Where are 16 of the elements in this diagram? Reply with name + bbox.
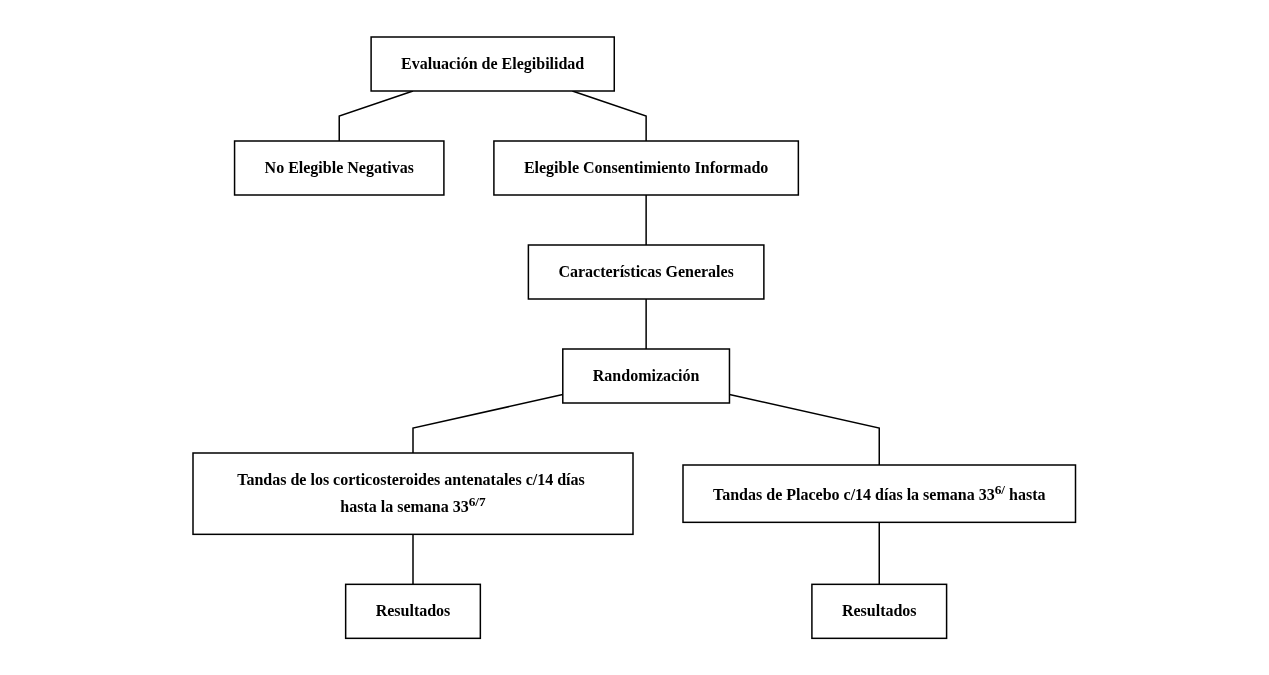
connector bbox=[645, 194, 648, 246]
connector bbox=[645, 298, 648, 350]
connector bbox=[878, 521, 881, 585]
connector bbox=[571, 90, 648, 142]
node-box: Resultados bbox=[811, 583, 948, 639]
connector bbox=[338, 90, 414, 142]
connector bbox=[412, 533, 414, 585]
connector bbox=[412, 393, 564, 454]
node-box: No Elegible Negativas bbox=[234, 140, 445, 196]
node-box: Tandas de Placebo c/14 días la semana 33$^{6/}$ hasta bbox=[682, 464, 1077, 523]
node-box: Randomización bbox=[562, 348, 731, 404]
node-box: Resultados bbox=[345, 583, 482, 639]
node-box: Evaluación de Elegibilidad bbox=[370, 36, 616, 92]
node-box: Características Generales bbox=[527, 244, 765, 300]
node-box: Tandas de los corticosteroides antenatales c/14 días hasta la semana 33$^{6/7}$ bbox=[192, 452, 634, 535]
node-box: Elegible Consentimiento Informado bbox=[493, 140, 800, 196]
